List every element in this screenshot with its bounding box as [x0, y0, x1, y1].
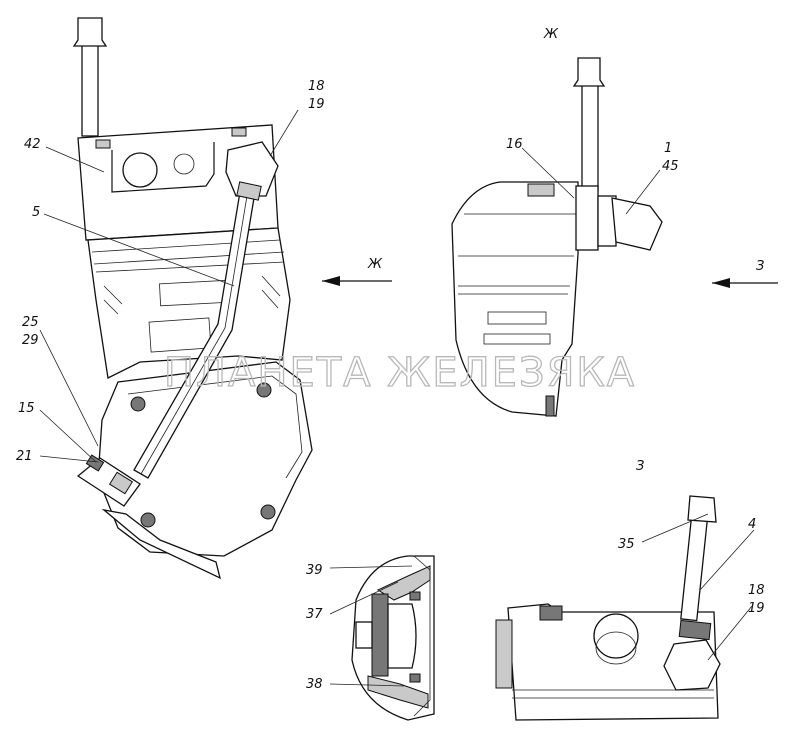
bracket-recess	[111, 142, 215, 193]
arrow-label-z: З	[756, 259, 764, 274]
section-assembly	[351, 555, 435, 721]
bracket-tab-right	[231, 127, 247, 137]
zh-tube	[581, 81, 599, 191]
bracket-tab-left	[95, 139, 111, 149]
watermark-text: ПЛАНЕТА ЖЕЛЕЗЯКА	[164, 350, 636, 396]
zh-nut	[527, 183, 555, 197]
label-18b: 18	[748, 583, 765, 598]
section-plate	[371, 593, 389, 677]
zh-elbow	[611, 197, 663, 251]
z-tube-4	[680, 518, 708, 622]
connector-nut	[85, 454, 105, 472]
label-42: 42	[24, 137, 41, 152]
label-35: 35	[618, 537, 635, 552]
view-z-assembly	[495, 495, 721, 721]
z-side-flange	[495, 619, 513, 689]
label-25: 25	[22, 315, 39, 330]
label-5: 5	[32, 205, 40, 220]
label-4: 4	[748, 517, 756, 532]
view-z-leaders	[641, 513, 755, 661]
bolt-4	[260, 504, 276, 520]
section-hatch-bottom	[367, 675, 429, 709]
z-tube-cap-35	[687, 495, 717, 523]
z-housing	[507, 603, 719, 721]
view-arrow-z-head	[712, 278, 730, 288]
z-boss	[593, 613, 639, 659]
label-37: 37	[306, 607, 323, 622]
bracket-boss	[173, 153, 195, 175]
bolt-2	[256, 382, 272, 398]
label-38: 38	[306, 677, 323, 692]
bracket-hole	[122, 152, 158, 188]
vertical-tube	[81, 35, 99, 137]
section-stud	[355, 621, 373, 649]
section-gasket	[387, 603, 417, 669]
z-fitting-nut	[678, 619, 712, 641]
label-1: 1	[664, 141, 672, 156]
label-16: 16	[506, 137, 523, 152]
zh-housing	[451, 181, 579, 417]
section-leaders	[329, 565, 413, 687]
label-21: 21	[16, 449, 33, 464]
zh-tube-cap	[572, 57, 606, 87]
main-leaders	[39, 109, 299, 463]
bolt-3	[140, 512, 156, 528]
label-15: 15	[18, 401, 35, 416]
arrow-label-zh: Ж	[367, 257, 383, 272]
fitting-nut	[236, 181, 262, 201]
view-arrow-zh-head	[322, 276, 340, 286]
bolt-1	[130, 396, 146, 412]
view-zh-leaders	[521, 147, 661, 215]
view-title-zh: Ж	[543, 27, 559, 42]
label-19: 19	[308, 97, 325, 112]
view-title-z: З	[636, 459, 644, 474]
label-29: 29	[22, 333, 39, 348]
label-19b: 19	[748, 601, 765, 616]
z-top-nut	[539, 605, 563, 621]
tube-cap	[72, 17, 108, 47]
zh-clamp	[575, 185, 599, 251]
cover-lip	[101, 508, 221, 580]
elbow-fitting	[225, 141, 279, 197]
z-hex-fitting	[663, 639, 721, 691]
label-39: 39	[306, 563, 323, 578]
main-assembly	[72, 17, 392, 580]
view-zh-assembly	[451, 57, 778, 417]
label-45: 45	[662, 159, 679, 174]
label-18: 18	[308, 79, 325, 94]
